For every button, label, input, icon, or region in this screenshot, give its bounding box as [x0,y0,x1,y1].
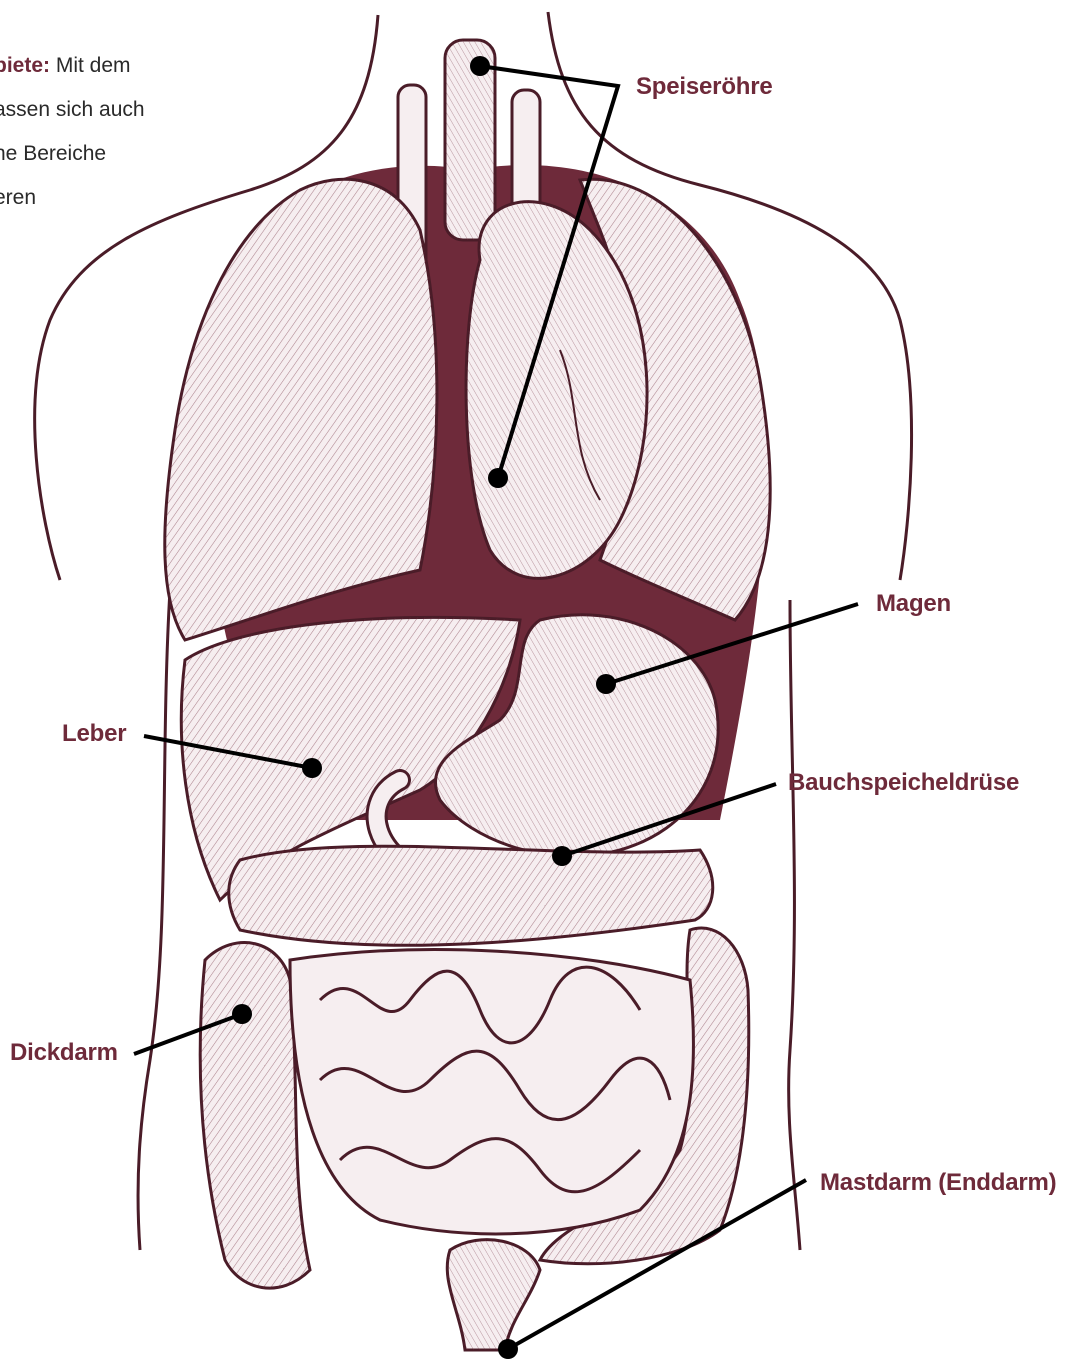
rectum [447,1240,540,1350]
dot-rectum [498,1339,518,1359]
small-intestine [290,950,693,1234]
label-colon: Dickdarm [10,1039,118,1067]
intro-text: biete: Mit dem assen sich auch ne Bereic… [0,44,184,220]
intro-line-1: biete: Mit dem [0,44,184,88]
label-pancreas: Bauchspeicheldrüse [788,769,1019,797]
dot-liver [302,758,322,778]
label-liver: Leber [62,720,126,748]
dot-colon [232,1004,252,1024]
label-stomach: Magen [876,590,951,618]
intro-line-2: assen sich auch [0,88,184,132]
dot-stomach [596,674,616,694]
intro-lead: biete: [0,54,50,77]
label-esophagus: Speiseröhre [636,73,773,101]
label-rectum: Mastdarm (Enddarm) [820,1169,1056,1197]
transverse-colon [229,846,713,945]
intro-line-1-rest: Mit dem [56,54,131,77]
intro-line-3: ne Bereiche [0,132,184,176]
dot-pancreas [552,846,572,866]
dot-esophagus-bottom [488,468,508,488]
lung-right [165,179,437,640]
dot-esophagus-top [470,56,490,76]
